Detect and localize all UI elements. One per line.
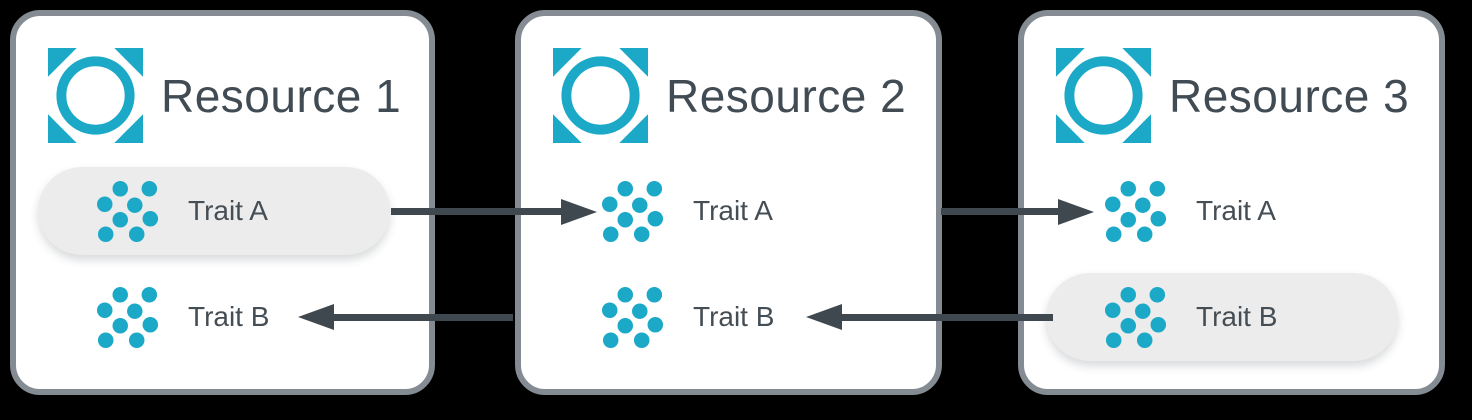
resource-card-1: Resource 1 Trait A Trait B	[10, 10, 435, 395]
trait-label: Trait A	[188, 195, 268, 226]
resource-icon	[1056, 48, 1151, 143]
arrowhead-right-icon	[1058, 199, 1094, 225]
resource-2-trait-b: Trait B	[543, 273, 895, 361]
arrow-shaft	[391, 208, 563, 215]
resource-title: Resource 3	[1169, 69, 1410, 122]
resource-3-header: Resource 3	[1056, 48, 1409, 143]
resource-3-trait-a: Trait A	[1046, 167, 1398, 255]
trait-label: Trait B	[693, 301, 775, 332]
arrow-shaft	[840, 314, 1053, 321]
resource-icon	[48, 48, 143, 143]
resource-2-header: Resource 2	[553, 48, 906, 143]
arrow-shaft	[941, 208, 1060, 215]
trait-icon	[97, 180, 159, 242]
resource-title: Resource 2	[666, 69, 907, 122]
arrowhead-left-icon	[806, 304, 842, 330]
arrowhead-right-icon	[561, 199, 597, 225]
trait-label: Trait A	[693, 195, 773, 226]
arrow-shaft	[332, 314, 513, 321]
resource-2-trait-a: Trait A	[543, 167, 895, 255]
resource-title: Resource 1	[161, 69, 402, 122]
trait-icon	[97, 286, 159, 348]
trait-icon	[602, 286, 664, 348]
trait-label: Trait A	[1196, 195, 1276, 226]
trait-icon	[1105, 286, 1167, 348]
resource-1-trait-b: Trait B	[38, 273, 390, 361]
resource-1-trait-a: Trait A	[38, 167, 390, 255]
trait-label: Trait B	[1196, 301, 1278, 332]
resource-card-2: Resource 2 Trait A Trait B	[515, 10, 942, 395]
arrowhead-left-icon	[298, 304, 334, 330]
trait-icon	[602, 180, 664, 242]
resource-icon	[553, 48, 648, 143]
resource-3-trait-b: Trait B	[1046, 273, 1398, 361]
trait-icon	[1105, 180, 1167, 242]
trait-label: Trait B	[188, 301, 270, 332]
resource-1-header: Resource 1	[48, 48, 401, 143]
